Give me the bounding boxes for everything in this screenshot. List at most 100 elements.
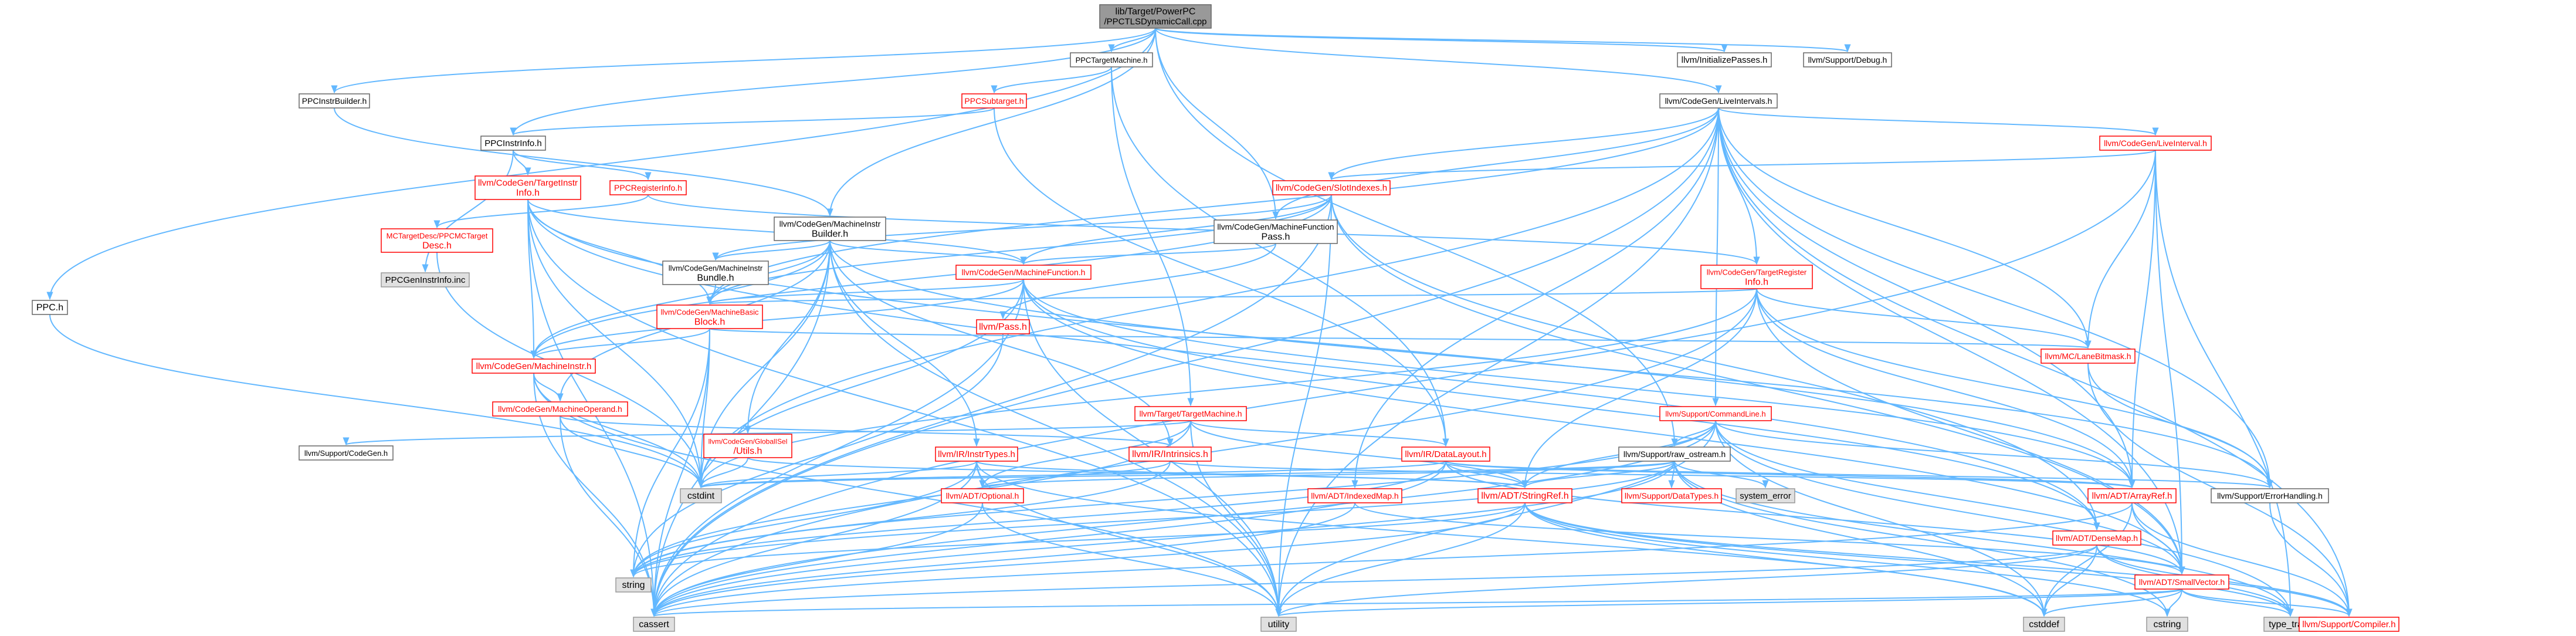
node-machineinstr[interactable]: llvm/CodeGen/MachineInstr.h — [472, 358, 596, 374]
node-label: cstdint — [687, 491, 715, 501]
edge-machinefunctionpass-to-pass — [999, 243, 1276, 320]
edge-root-to-debug — [1155, 28, 1850, 53]
node-machineoperand[interactable]: llvm/CodeGen/MachineOperand.h — [492, 401, 628, 417]
edge-machinebasicblock-to-machineinstr — [530, 328, 710, 359]
node-label: cstring — [2153, 620, 2181, 630]
node-label: llvm/Support/CodeGen.h — [304, 449, 388, 458]
node-label: lib/Target/PowerPC — [1116, 7, 1196, 17]
node-densemap[interactable]: llvm/ADT/DenseMap.h — [2052, 530, 2141, 546]
node-codegen[interactable]: llvm/Support/CodeGen.h — [299, 445, 394, 461]
node-liveintervals[interactable]: llvm/CodeGen/LiveIntervals.h — [1659, 93, 1778, 109]
node-label: llvm/ADT/SmallVector.h — [2139, 577, 2225, 587]
node-lanebitmask[interactable]: llvm/MC/LaneBitmask.h — [2041, 349, 2136, 364]
node-intrinsics[interactable]: llvm/IR/Intrinsics.h — [1128, 446, 1212, 462]
edge-liveintervals-to-machinefunctionpass — [1272, 107, 1719, 220]
node-cstring[interactable]: cstring — [2146, 617, 2188, 632]
node-ppcinstrinfo[interactable]: PPCInstrInfo.h — [480, 136, 546, 151]
edge-intrinsics-to-string — [630, 461, 1171, 578]
node-arrayref[interactable]: llvm/ADT/ArrayRef.h — [2087, 488, 2177, 503]
node-layer: lib/Target/PowerPC/PPCTLSDynamicCall.cpp… — [32, 4, 2399, 632]
node-string[interactable]: string — [615, 577, 652, 593]
edge-targetmachine-to-stringref — [1190, 420, 1528, 489]
edge-stringref-to-typetraits — [1524, 502, 2294, 617]
node-systemerror[interactable]: system_error — [1736, 488, 1795, 503]
node-globalisel[interactable]: llvm/CodeGen/GlobalISel/Utils.h — [703, 434, 792, 458]
node-datatypes[interactable]: llvm/Support/DataTypes.h — [1621, 488, 1722, 503]
edge-densemap-to-cassert — [650, 544, 2097, 617]
node-cassert[interactable]: cassert — [633, 617, 675, 632]
node-box — [955, 265, 1092, 280]
node-ppch[interactable]: PPC.h — [32, 300, 68, 315]
node-box — [1134, 406, 1247, 421]
edge-liveintervals-to-compiler — [1718, 107, 2353, 617]
edge-machineoperand-to-intrinsics — [560, 415, 1174, 447]
node-box — [1621, 488, 1722, 503]
node-box — [474, 175, 581, 200]
node-cstdint[interactable]: cstdint — [680, 488, 722, 503]
node-optional[interactable]: llvm/ADT/Optional.h — [941, 488, 1024, 503]
node-targetmachine[interactable]: llvm/Target/TargetMachine.h — [1134, 406, 1247, 421]
node-box — [2299, 617, 2399, 632]
node-smallvector[interactable]: llvm/ADT/SmallVector.h — [2134, 574, 2229, 590]
edge-rawostream-to-systemerror — [1674, 461, 1769, 489]
edge-stringref-to-cstddef — [1524, 502, 2048, 617]
edge-indexedmap-to-cassert — [650, 502, 1355, 617]
node-debug[interactable]: llvm/Support/Debug.h — [1803, 52, 1892, 67]
node-ppcsubtarget[interactable]: PPCSubtarget.h — [961, 93, 1027, 109]
node-liveinterval[interactable]: llvm/CodeGen/LiveInterval.h — [2099, 136, 2212, 151]
edge-densemap-to-cstddef — [2041, 544, 2097, 617]
node-box — [299, 93, 370, 109]
node-machinefunction[interactable]: llvm/CodeGen/MachineFunction.h — [955, 265, 1092, 280]
node-stringref[interactable]: llvm/ADT/StringRef.h — [1477, 488, 1572, 503]
node-cstddef[interactable]: cstddef — [2023, 617, 2065, 632]
node-label: Builder.h — [812, 229, 848, 239]
node-box — [2146, 617, 2188, 632]
edge-machinefunction-to-machinebasicblock — [706, 279, 1024, 305]
node-instrtypes[interactable]: llvm/IR/InstrTypes.h — [935, 446, 1018, 462]
node-label: llvm/ADT/DenseMap.h — [2056, 533, 2138, 543]
node-label: llvm/IR/InstrTypes.h — [938, 449, 1015, 459]
node-commandline[interactable]: llvm/Support/CommandLine.h — [1659, 406, 1772, 421]
edge-liveintervals-to-cstdint — [697, 107, 1719, 489]
node-initializepasses[interactable]: llvm/InitializePasses.h — [1677, 52, 1772, 67]
edge-smallvector-to-compiler — [2181, 588, 2353, 617]
node-box — [680, 488, 722, 503]
node-slotindexes[interactable]: llvm/CodeGen/SlotIndexes.h — [1272, 180, 1391, 195]
node-box — [2087, 488, 2177, 503]
node-pass[interactable]: llvm/Pass.h — [976, 319, 1030, 334]
node-label: llvm/Support/Compiler.h — [2302, 620, 2395, 630]
node-label: MCTargetDesc/PPCMCTarget — [387, 232, 488, 241]
node-label: llvm/IR/DataLayout.h — [1405, 449, 1486, 459]
node-label: llvm/CodeGen/LiveIntervals.h — [1665, 96, 1772, 106]
edge-datalayout-to-stringref — [1445, 461, 1528, 489]
edge-densemap-to-utility — [1275, 544, 2097, 617]
edge-ppcregisterinfo-to-targetregisterinfo — [648, 194, 1760, 265]
node-box — [1128, 446, 1212, 462]
node-utility[interactable]: utility — [1260, 617, 1297, 632]
edge-commandline-to-typetraits — [1715, 420, 2294, 617]
node-root[interactable]: lib/Target/PowerPC/PPCTLSDynamicCall.cpp — [1099, 4, 1212, 29]
edge-layer — [46, 28, 2353, 617]
node-compiler[interactable]: llvm/Support/Compiler.h — [2299, 617, 2399, 632]
node-ppcgeninstrinfo[interactable]: PPCGenInstrInfo.inc — [381, 272, 470, 287]
node-errorhandling[interactable]: llvm/Support/ErrorHandling.h — [2211, 488, 2329, 503]
node-ppctargetmachine[interactable]: PPCTargetMachine.h — [1070, 52, 1153, 67]
node-datalayout[interactable]: llvm/IR/DataLayout.h — [1401, 446, 1490, 462]
node-rawostream[interactable]: llvm/Support/raw_ostream.h — [1618, 446, 1731, 462]
node-indexedmap[interactable]: llvm/ADT/IndexedMap.h — [1307, 488, 1402, 503]
edge-stringref-to-compiler — [1524, 502, 2353, 617]
node-box — [633, 617, 675, 632]
node-box — [609, 180, 687, 195]
edge-machineinstrbuilder-to-machinefunction — [829, 240, 1027, 265]
edge-machinefunction-to-smallvector — [1023, 279, 2185, 575]
node-ppcinstrbuilder[interactable]: PPCInstrBuilder.h — [299, 93, 370, 109]
node-ppcregisterinfo[interactable]: PPCRegisterInfo.h — [609, 180, 687, 195]
edge-rawostream-to-string — [630, 461, 1675, 578]
